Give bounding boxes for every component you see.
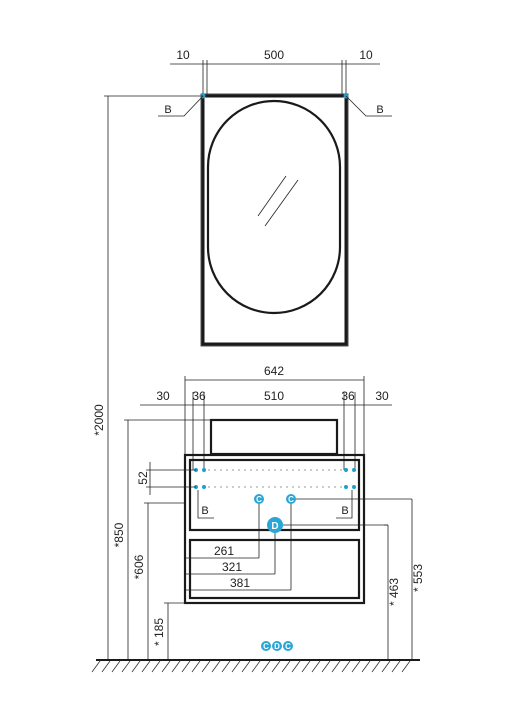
mount-point: [344, 468, 348, 472]
mirror-oval: [206, 99, 342, 315]
connection-d-icon: [267, 517, 283, 533]
cabinet-lower-shelf: [188, 538, 361, 600]
cabinet-point-label-right: B: [341, 505, 348, 517]
offset-label-1: 261: [214, 544, 234, 558]
connection-c-left-icon: [254, 494, 264, 504]
rail-height-label: 52: [136, 471, 150, 485]
left-height-dimensions: *850 *606 * 185: [112, 419, 211, 660]
floor-connection-label-1: C: [263, 642, 269, 651]
hatch-line: [161, 660, 171, 673]
mirror-frame: [201, 94, 348, 346]
hatch-line: [241, 660, 251, 673]
hatch-line: [191, 660, 201, 673]
mirror-width-label: 500: [264, 48, 284, 62]
hatch-line: [391, 660, 401, 673]
hatch-line: [371, 660, 381, 673]
cabinet-point-label-left: B: [201, 505, 208, 517]
mirror: [200, 93, 349, 347]
cabinet-mid-height-label: *606: [132, 554, 146, 579]
cabinet-countertop: [209, 418, 339, 456]
cabinet-left-outer-label: 30: [156, 389, 170, 403]
mount-point: [352, 485, 356, 489]
cabinet-middle-label: 510: [264, 389, 284, 403]
mirror-point-label-left: B: [164, 104, 171, 116]
cabinet-overall-width-label: 642: [264, 364, 284, 378]
hatch-line: [181, 660, 191, 673]
hatch-line: [121, 660, 131, 673]
mount-point: [202, 468, 206, 472]
mount-point: [344, 485, 348, 489]
hatch-line: [91, 660, 101, 673]
mirror-reflection-line: [264, 179, 299, 227]
hatch-line: [311, 660, 321, 673]
hatch-line: [351, 660, 361, 673]
hatch-line: [381, 660, 391, 673]
floor-to-bottom-label: * 185: [152, 618, 166, 646]
right-inner-height-label: * 463: [387, 578, 401, 606]
connection-markers: C C D: [254, 494, 412, 590]
hatch-line: [261, 660, 271, 673]
hatch-line: [341, 660, 351, 673]
floor: C D C: [91, 641, 420, 673]
hatch-line: [321, 660, 331, 673]
hatch-line: [111, 660, 121, 673]
mirror-b-callouts: B B: [158, 95, 392, 117]
mirror-right-gap-label: 10: [359, 48, 373, 62]
floor-connection-label-3: C: [285, 642, 291, 651]
hatch-line: [281, 660, 291, 673]
cabinet-right-outer-label: 30: [375, 389, 389, 403]
hatch-line: [131, 660, 141, 673]
mirror-left-gap-label: 10: [176, 48, 190, 62]
hatch-line: [231, 660, 241, 673]
hatch-line: [401, 660, 411, 673]
hatch-line: [141, 660, 151, 673]
cabinet-top-height-label: *850: [112, 522, 126, 547]
floor-hatching: [91, 660, 411, 673]
cabinet-top-dimensions: 642 30 36 510 36 30: [140, 364, 392, 470]
right-height-dimensions: * 463 * 553: [384, 499, 425, 660]
offset-label-2: 321: [222, 560, 242, 574]
hatch-line: [171, 660, 181, 673]
hatch-line: [301, 660, 311, 673]
mirror-top-dimensions: 10 500 10: [170, 48, 380, 94]
mount-point: [352, 468, 356, 472]
connection-c-right-label: C: [288, 495, 294, 504]
hatch-line: [251, 660, 261, 673]
mount-point: [202, 485, 206, 489]
floor-connection-c-right-icon: [283, 641, 293, 651]
cabinet-left-inner-label: 36: [192, 389, 206, 403]
cabinet-frame: [183, 453, 366, 605]
floor-connection-c-left-icon: [261, 641, 271, 651]
hatch-line: [221, 660, 231, 673]
hatch-line: [271, 660, 281, 673]
cabinet-b-callouts: B B: [197, 490, 353, 519]
right-outer-height-label: * 553: [411, 564, 425, 592]
connection-d-label: D: [271, 521, 278, 532]
cabinet-right-inner-label: 36: [341, 389, 355, 403]
hatch-line: [201, 660, 211, 673]
total-height-dimension: *2000: [92, 95, 203, 660]
cabinet: [183, 418, 366, 605]
hatch-line: [211, 660, 221, 673]
mirror-outer-edge: [200, 93, 349, 347]
hatch-line: [331, 660, 341, 673]
offset-label-3: 381: [230, 576, 250, 590]
mirror-point-label-right: B: [376, 104, 383, 116]
hatch-line: [291, 660, 301, 673]
hatch-line: [361, 660, 371, 673]
floor-connection-d-icon: [272, 641, 282, 651]
offset-dimensions: 261 321 381: [185, 544, 291, 591]
mirror-reflection-line: [257, 175, 287, 217]
total-height-label: *2000: [92, 404, 106, 436]
hatch-line: [101, 660, 111, 673]
connection-c-left-label: C: [256, 495, 262, 504]
connection-c-right-icon: [286, 494, 296, 504]
hatch-line: [151, 660, 161, 673]
floor-connection-label-2: D: [274, 642, 280, 651]
rail-height-dimension: 52: [136, 462, 196, 495]
